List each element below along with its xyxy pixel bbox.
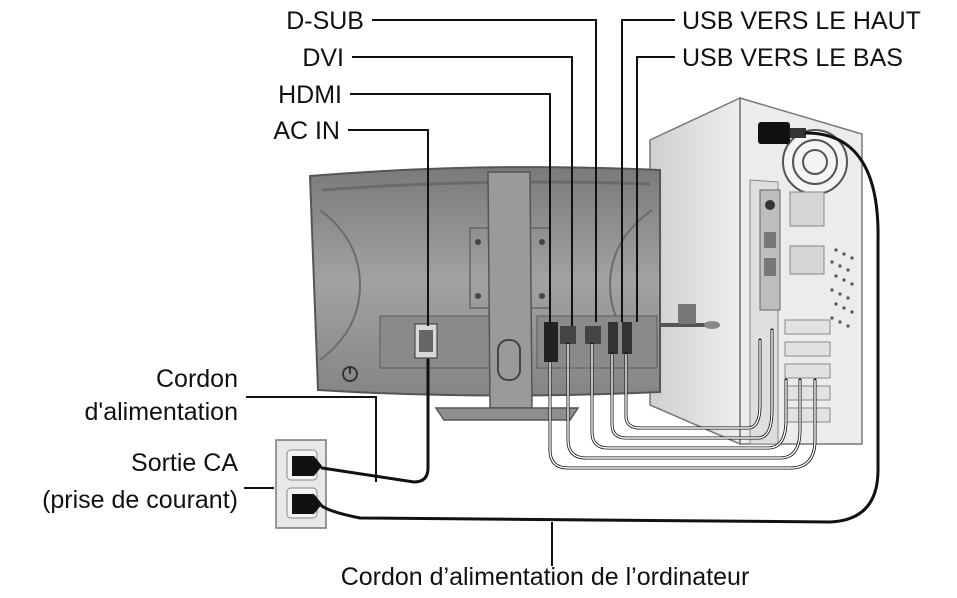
wall-outlet [275, 439, 327, 529]
plug-lower-icon [292, 494, 322, 514]
cables [320, 131, 880, 524]
label-computer-cord: Cordon d’alimentation de l’ordinateur [341, 563, 750, 591]
pc-vent-grille [830, 248, 854, 328]
leader-lines [244, 19, 675, 566]
pc-power-socket-icon [758, 122, 806, 144]
label-dsub: D-SUB [286, 7, 364, 35]
pc-expansion-slots [784, 319, 831, 423]
label-sortie-line2: (prise de courant) [42, 486, 238, 514]
label-cordon-line1: Cordon [156, 365, 238, 393]
pc-tower [649, 96, 863, 446]
plug-upper-icon [292, 456, 322, 476]
monitor-ports [414, 304, 720, 362]
pc-io-panel [759, 189, 825, 311]
monitor-stand [434, 171, 580, 421]
label-usb-up: USB VERS LE HAUT [682, 7, 921, 35]
monitor-back [308, 166, 661, 397]
label-dvi: DVI [302, 44, 344, 72]
label-ac-in: AC IN [273, 117, 340, 145]
label-usb-down: USB VERS LE BAS [682, 44, 903, 72]
power-button-icon [342, 366, 358, 382]
label-cordon-line2: d'alimentation [85, 398, 238, 426]
label-sortie-line1: Sortie CA [131, 449, 238, 477]
pc-fan-icon [782, 129, 848, 195]
label-hdmi: HDMI [278, 81, 342, 109]
